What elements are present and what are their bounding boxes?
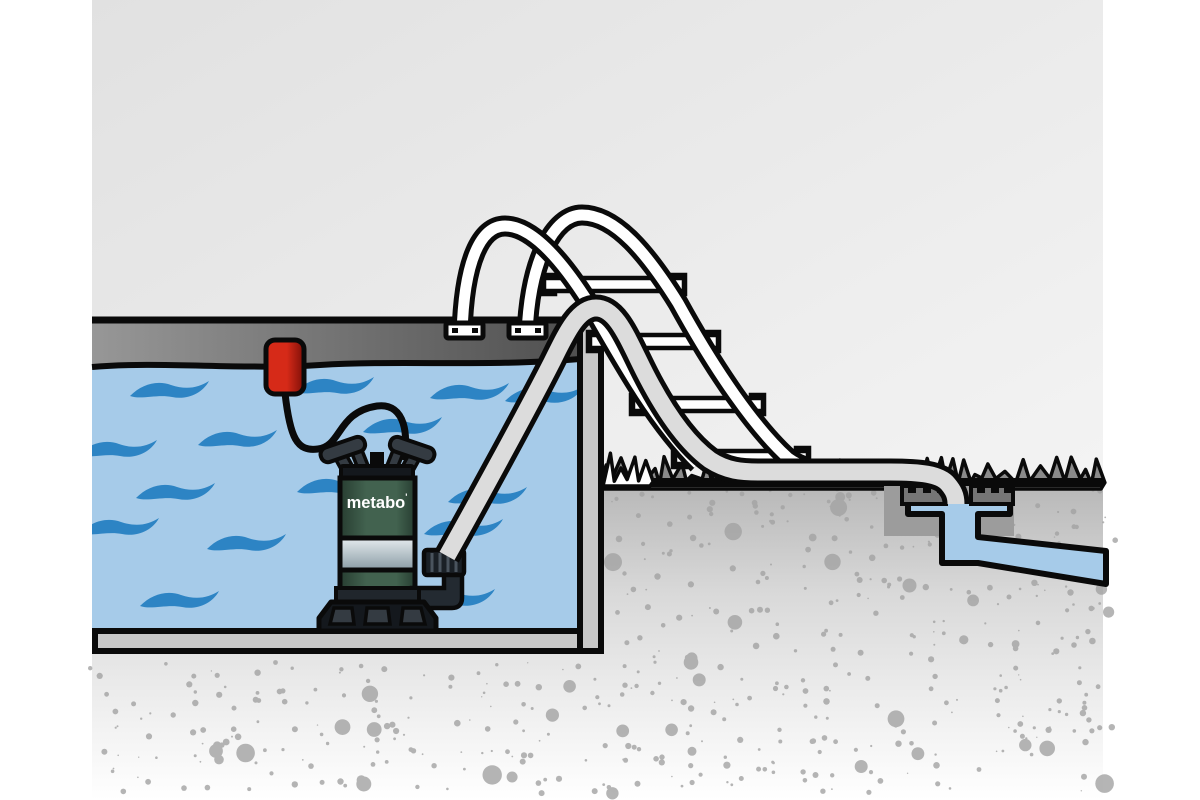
pump-brand-label: metabo' — [347, 492, 408, 512]
pool-floor — [92, 628, 586, 654]
ladder-mount-bolts — [452, 328, 541, 333]
pool-wall — [577, 315, 604, 654]
float-switch-cable — [281, 392, 410, 461]
drain-channel — [905, 498, 1109, 587]
pump-base — [316, 586, 439, 634]
pool-waterline — [91, 356, 581, 370]
pump-silver-band — [337, 535, 418, 573]
drain-hose — [435, 294, 970, 563]
submersible-pump: metabo' — [281, 392, 467, 634]
ladder-mount-plates — [443, 320, 549, 341]
float-switch — [263, 337, 307, 397]
grass-highlight — [601, 451, 655, 488]
